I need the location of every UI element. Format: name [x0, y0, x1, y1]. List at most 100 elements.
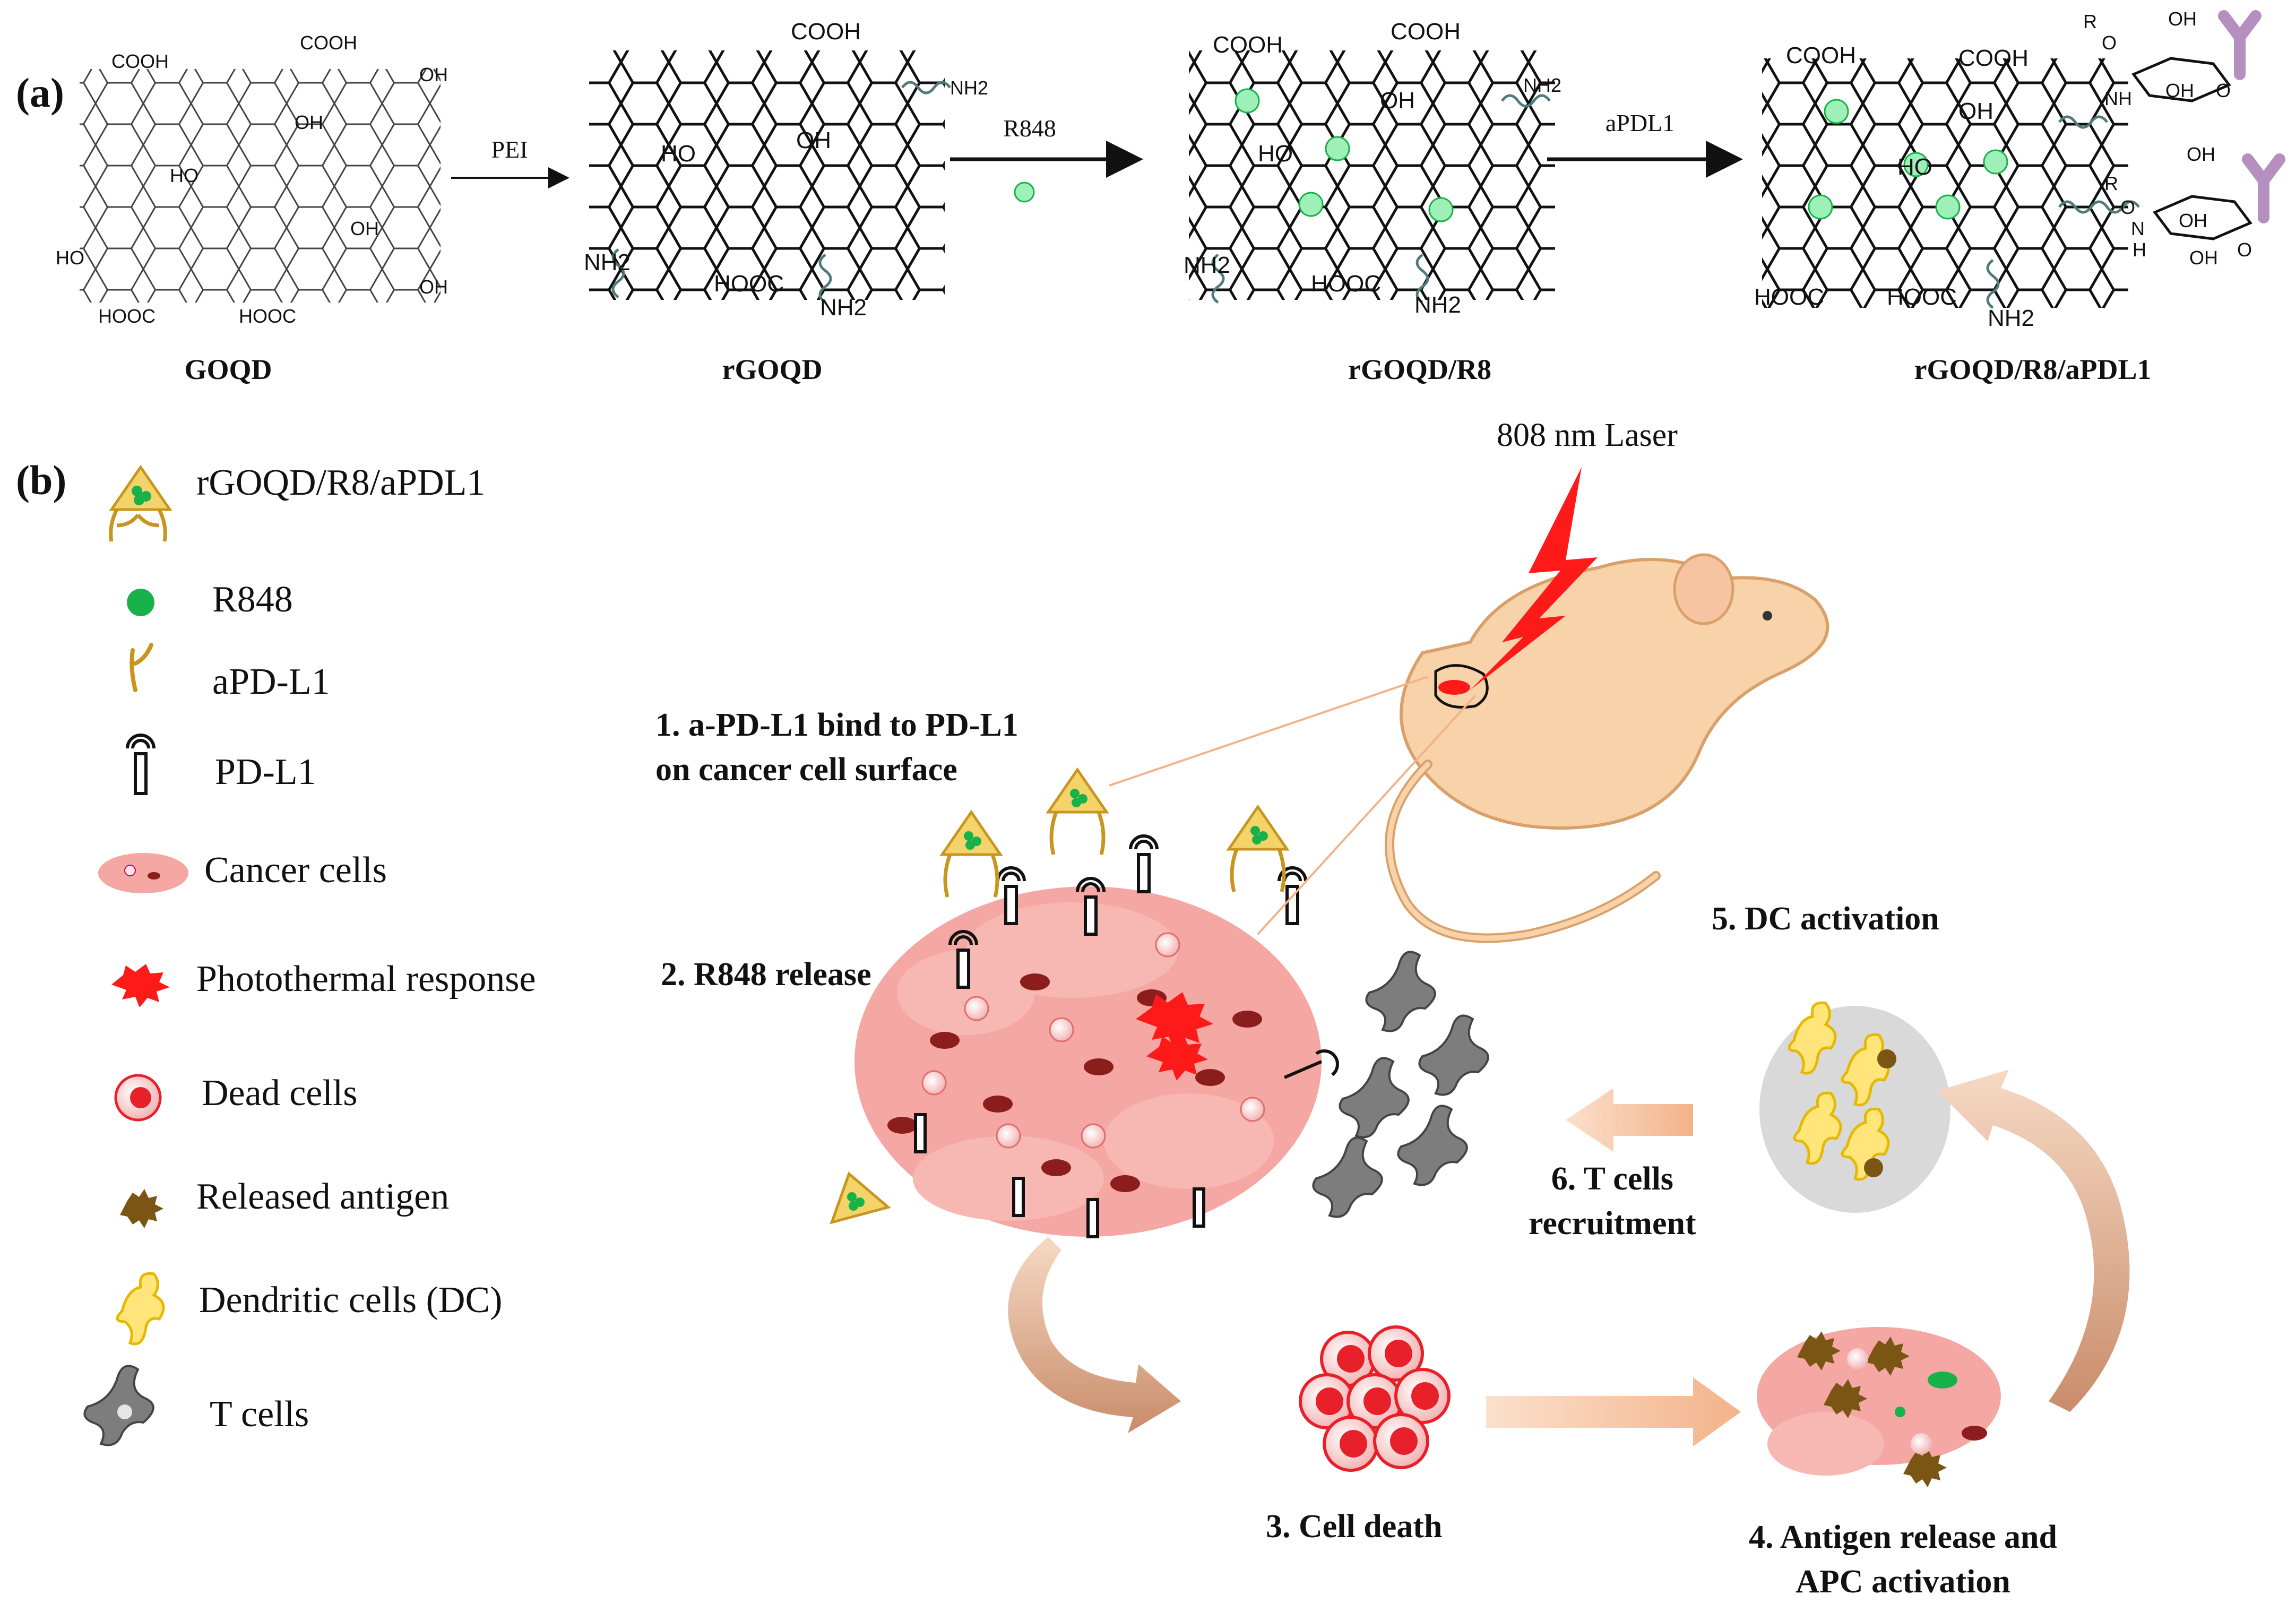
group-label: OH	[350, 218, 379, 239]
t-cell-cluster	[1312, 951, 1489, 1218]
bound-nanoparticles	[830, 767, 1290, 1225]
step-4-line-1: 4. Antigen release and	[1749, 1519, 2057, 1555]
dead-cell-cluster	[1299, 1325, 1451, 1472]
legend-label-dendritic: Dendritic cells (DC)	[199, 1280, 503, 1321]
group-label: COOH	[111, 50, 169, 72]
step-6-label: 6. T cells recruitment	[1529, 1157, 1696, 1246]
flow-arrows	[1008, 1070, 2130, 1446]
group-label: HOOC	[1754, 284, 1824, 310]
zoom-line-2	[1257, 694, 1477, 935]
panel-label-a: (a)	[16, 70, 64, 116]
group-label: NH2	[1184, 252, 1231, 278]
group-label: COOH	[1391, 19, 1461, 45]
legend-label-antigen: Released antigen	[196, 1176, 450, 1217]
group-label: NH2	[1523, 74, 1562, 96]
group-label: OH	[2189, 247, 2218, 269]
arrow-antigen-to-dc	[1937, 1070, 2130, 1412]
group-label: COOH	[1786, 42, 1856, 68]
group-label: HO	[661, 141, 696, 167]
step-3-label: 3. Cell death	[1266, 1508, 1443, 1545]
group-label: HOOC	[714, 271, 784, 297]
rgoqd-r8-apdl1-structure	[1762, 10, 2285, 309]
group-label: OH	[295, 111, 323, 133]
group-label: HOOC	[239, 305, 296, 327]
group-label: OH	[1380, 88, 1415, 114]
group-label: HOOC	[1887, 284, 1957, 310]
group-label: HOOC	[98, 305, 156, 327]
group-label: O	[2102, 32, 2117, 54]
group-label: H	[2133, 239, 2146, 261]
group-label: HOOC	[1311, 271, 1381, 297]
laser-label: 808 nm Laser	[1497, 417, 1678, 453]
legend-label-photothermal: Photothermal response	[196, 959, 536, 999]
group-label: NH	[2104, 88, 2132, 109]
rgoqd-structure	[589, 50, 951, 304]
structure-name-rgoqd: rGOQD	[722, 354, 823, 385]
reagent-label-apdl1: aPDL1	[1605, 109, 1675, 136]
legend-icons	[83, 464, 188, 1446]
structure-name-rgoqd-r8: rGOQD/R8	[1348, 354, 1491, 385]
antibody-icon	[130, 643, 153, 692]
group-label: NH2	[820, 295, 867, 321]
group-label: R	[2104, 173, 2118, 194]
group-label: OH	[419, 64, 448, 85]
group-label: COOH	[1213, 32, 1283, 58]
step-1-line-2: on cancer cell surface	[655, 751, 957, 788]
legend-label-cancer-cells: Cancer cells	[204, 850, 387, 891]
step-5-label: 5. DC activation	[1712, 901, 1939, 937]
group-label: HO	[170, 165, 198, 186]
photothermal-burst-1	[1136, 992, 1213, 1050]
group-label: O	[2237, 239, 2252, 261]
rgoqd-r8-structure	[1189, 50, 1555, 304]
arrow-tumor-to-death	[1008, 1237, 1181, 1433]
group-label: O	[2120, 196, 2136, 218]
group-label: OH	[2179, 210, 2207, 231]
panel-label-b: (b)	[16, 457, 67, 503]
dc-activation-circle	[1759, 1001, 1950, 1213]
group-label: O	[2216, 80, 2231, 101]
antigen-release-cluster	[1757, 1327, 2001, 1487]
step-1-line-1: 1. a-PD-L1 bind to PD-L1	[655, 707, 1018, 743]
group-label: NH2	[584, 249, 631, 275]
photothermal-burst-2	[1146, 1035, 1208, 1081]
reagent-label-pei: PEI	[491, 136, 528, 163]
step-4-label: 4. Antigen release and APC activation	[1749, 1515, 2057, 1604]
t-cell-icon	[83, 1365, 154, 1446]
group-label: HO	[56, 247, 84, 269]
group-label: OH	[796, 127, 831, 153]
arrow-dc-to-tcells	[1566, 1088, 1693, 1152]
r848-dot-icon	[127, 589, 154, 616]
arrow-death-to-antigen	[1486, 1377, 1741, 1446]
step-4-line-2: APC activation	[1796, 1563, 2010, 1600]
group-label: N	[2131, 218, 2145, 239]
group-label: HO	[1258, 141, 1293, 167]
legend-label-dead-cells: Dead cells	[202, 1073, 358, 1114]
group-label: R	[2083, 11, 2097, 32]
legend-label-t-cells: T cells	[210, 1394, 309, 1435]
group-label: OH	[2187, 143, 2215, 165]
group-label: COOH	[1958, 45, 2029, 71]
group-label: NH2	[950, 77, 989, 99]
step-1-label: 1. a-PD-L1 bind to PD-L1 on cancer cell …	[655, 703, 1018, 792]
tumor-cell-cluster	[854, 886, 1322, 1237]
group-label: OH	[2165, 80, 2194, 101]
laser-bolt	[1470, 467, 1598, 690]
cancer-cell-icon	[98, 853, 188, 893]
group-label: OH	[1958, 98, 1993, 124]
group-label: COOH	[300, 32, 357, 54]
step-6-line-1: 6. T cells	[1551, 1161, 1673, 1197]
goqd-structure	[80, 69, 441, 303]
group-label: HO	[1897, 154, 1932, 180]
legend-label-nanoparticle: rGOQD/R8/aPDL1	[196, 462, 486, 503]
photothermal-icon	[111, 964, 170, 1007]
group-label: OH	[2168, 8, 2197, 30]
step-6-line-2: recruitment	[1529, 1205, 1696, 1242]
pdl1-receptor-icon	[126, 734, 156, 795]
legend-label-apdl1: aPD-L1	[212, 661, 330, 702]
group-label: NH2	[1414, 292, 1462, 318]
legend-label-r848: R848	[212, 579, 293, 620]
nanoparticle-icon	[109, 464, 172, 542]
dead-cell-icon	[114, 1074, 162, 1122]
structure-name-goqd: GOQD	[184, 354, 272, 385]
